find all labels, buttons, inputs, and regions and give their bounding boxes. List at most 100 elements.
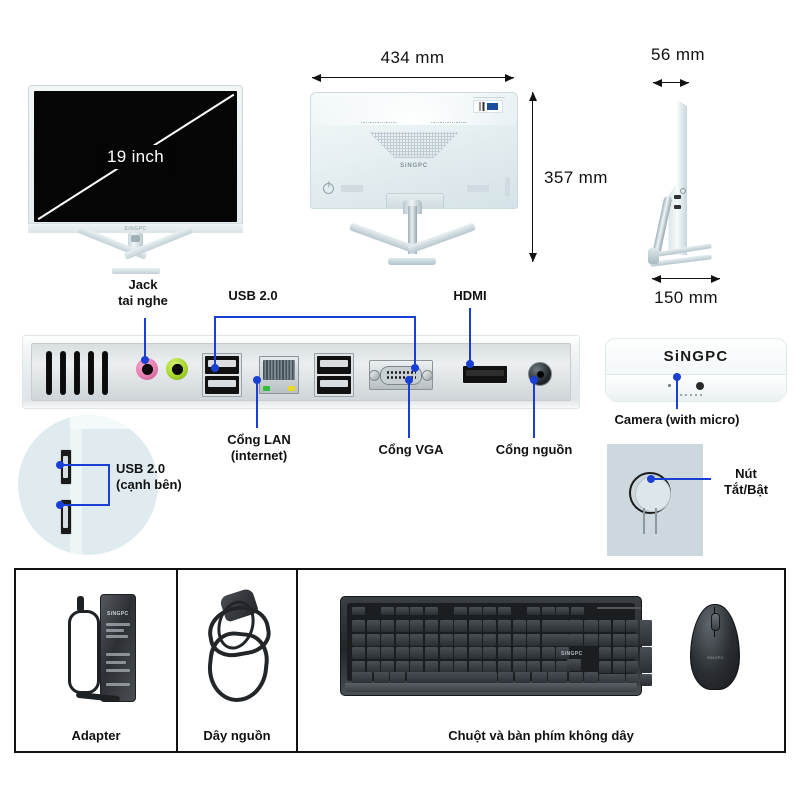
magnifier-edge-top [70, 415, 158, 429]
side-usb-magnifier [18, 415, 158, 555]
adapter-cable-coil [68, 610, 100, 694]
usb-port-1b [205, 376, 239, 394]
rear-logo: SiNGPC [400, 163, 428, 169]
rear-speaker-grille [369, 132, 459, 158]
callout-bracket-usb-rear [214, 316, 416, 318]
rear-vent-left [357, 122, 401, 124]
adapter-logo: SiNGPC [107, 611, 129, 617]
sticker-badge [486, 103, 498, 110]
sticker-divider [473, 97, 505, 98]
thickness-dimension-label: 56 mm [651, 45, 705, 64]
mic-jack [136, 358, 158, 380]
usb-port-1a [205, 356, 239, 374]
usb-port-pair-1 [202, 353, 242, 397]
usb-port-2b [317, 376, 351, 394]
callout-line-usb-side-bottom [60, 504, 110, 506]
base-dimension-label: 150 mm [654, 288, 718, 307]
io-panel [22, 335, 580, 409]
rear-view: 434 mm SiNGPC [310, 48, 607, 265]
front-stand-base [112, 268, 160, 274]
callout-dot-headphone-jack [141, 356, 149, 364]
rear-power-icon [323, 183, 334, 194]
side-usb-port-bottom [60, 499, 72, 535]
accessory-keyboard-mouse: SiNGPC [296, 570, 784, 751]
callout-line-vga [408, 380, 410, 438]
thickness-dimension-arrow [653, 78, 689, 87]
io-panel-inner [31, 343, 571, 401]
rear-vent-right [427, 122, 471, 124]
keyboard-status-strip [597, 607, 641, 609]
adapter-brick: SiNGPC [100, 594, 136, 702]
side-usb-top [674, 195, 681, 199]
lan-led-right [288, 386, 295, 391]
callout-line-power-port [533, 380, 535, 438]
keyboard-arrow-up [567, 659, 581, 671]
camera-lens-icon [696, 382, 704, 390]
power-button-panel [607, 444, 703, 556]
io-vent-4 [88, 351, 94, 395]
callout-label-camera: Camera (with micro) [614, 412, 740, 427]
rear-port-left [341, 185, 363, 192]
rear-monitor-body: SiNGPC [310, 92, 518, 209]
io-vent-2 [60, 351, 66, 395]
callout-label-headphone-jack: Jack tai nghe [118, 277, 168, 308]
sticker-barcode [478, 102, 485, 111]
front-stand-hinge [131, 235, 140, 242]
rear-stand-neck [408, 206, 417, 254]
callout-bracket-usb-rear-right [414, 316, 416, 368]
screen-size-badge: 19 inch [98, 144, 173, 169]
mouse-scroll-wheel [711, 613, 720, 631]
keyboard: SiNGPC [340, 596, 652, 696]
power-button-stem-left [643, 508, 645, 534]
callout-dot-usb-rear-right [411, 364, 419, 372]
callout-label-hdmi: HDMI [453, 288, 487, 303]
side-power-icon [680, 188, 686, 194]
base-dimension-arrow [652, 274, 720, 283]
lan-port [259, 356, 299, 394]
microphone-holes [680, 394, 702, 396]
callout-dot-hdmi [466, 360, 474, 368]
adapter-art: SiNGPC [16, 570, 176, 721]
rear-port-right [467, 185, 489, 192]
callout-bracket-usb-rear-left [214, 316, 216, 368]
callout-line-headphone-jack [144, 318, 146, 362]
side-usb-bottom [674, 205, 681, 209]
lan-port-contacts [263, 360, 295, 380]
camera-bezel [606, 374, 786, 401]
screen-size-label: 19 inch [107, 146, 164, 166]
keyboard-mouse-art: SiNGPC [298, 570, 784, 721]
width-dimension-label: 434 mm [380, 48, 445, 67]
adapter-dc-tip [77, 596, 84, 612]
audio-out-jack-hole [171, 363, 183, 375]
indicator-led [668, 384, 671, 387]
io-vent-5 [102, 351, 108, 395]
rear-stand-foot-right [407, 222, 477, 254]
callout-label-power-button: Nút Tắt/Bật [723, 466, 769, 497]
height-dimension-arrow [528, 92, 537, 262]
accessory-label-keyboard-mouse: Chuột và bàn phím không dây [448, 728, 634, 743]
keyboard-main-rows [352, 620, 570, 673]
callout-line-hdmi [469, 308, 471, 364]
keyboard-arrow-row [553, 672, 599, 684]
front-logo: SiNGPC [124, 226, 147, 232]
camera-panel: SiNGPC [605, 338, 787, 402]
io-vent-1 [46, 351, 52, 395]
callout-line-camera [676, 377, 678, 409]
side-panel-body [668, 100, 687, 255]
callout-dot-usb-rear-left [211, 364, 219, 372]
vga-pins [386, 370, 416, 380]
front-view: 19 inch SiNGPC [28, 85, 243, 274]
accessory-label-adapter: Adapter [71, 728, 121, 743]
camera-panel-logo: SiNGPC [663, 348, 729, 365]
front-screen: 19 inch [34, 91, 237, 222]
power-button-stem-right [655, 508, 657, 534]
rear-sticker [473, 100, 503, 113]
callout-label-usb-side: USB 2.0 (cạnh bên) [116, 461, 182, 492]
usb-port-2a [317, 356, 351, 374]
accessories-box: SiNGPC Adapter [14, 568, 786, 753]
callout-line-power-button [651, 478, 711, 480]
mouse: SiNGPC [690, 604, 740, 690]
accessory-adapter: SiNGPC Adapter [16, 570, 176, 751]
mic-jack-hole [141, 363, 153, 375]
